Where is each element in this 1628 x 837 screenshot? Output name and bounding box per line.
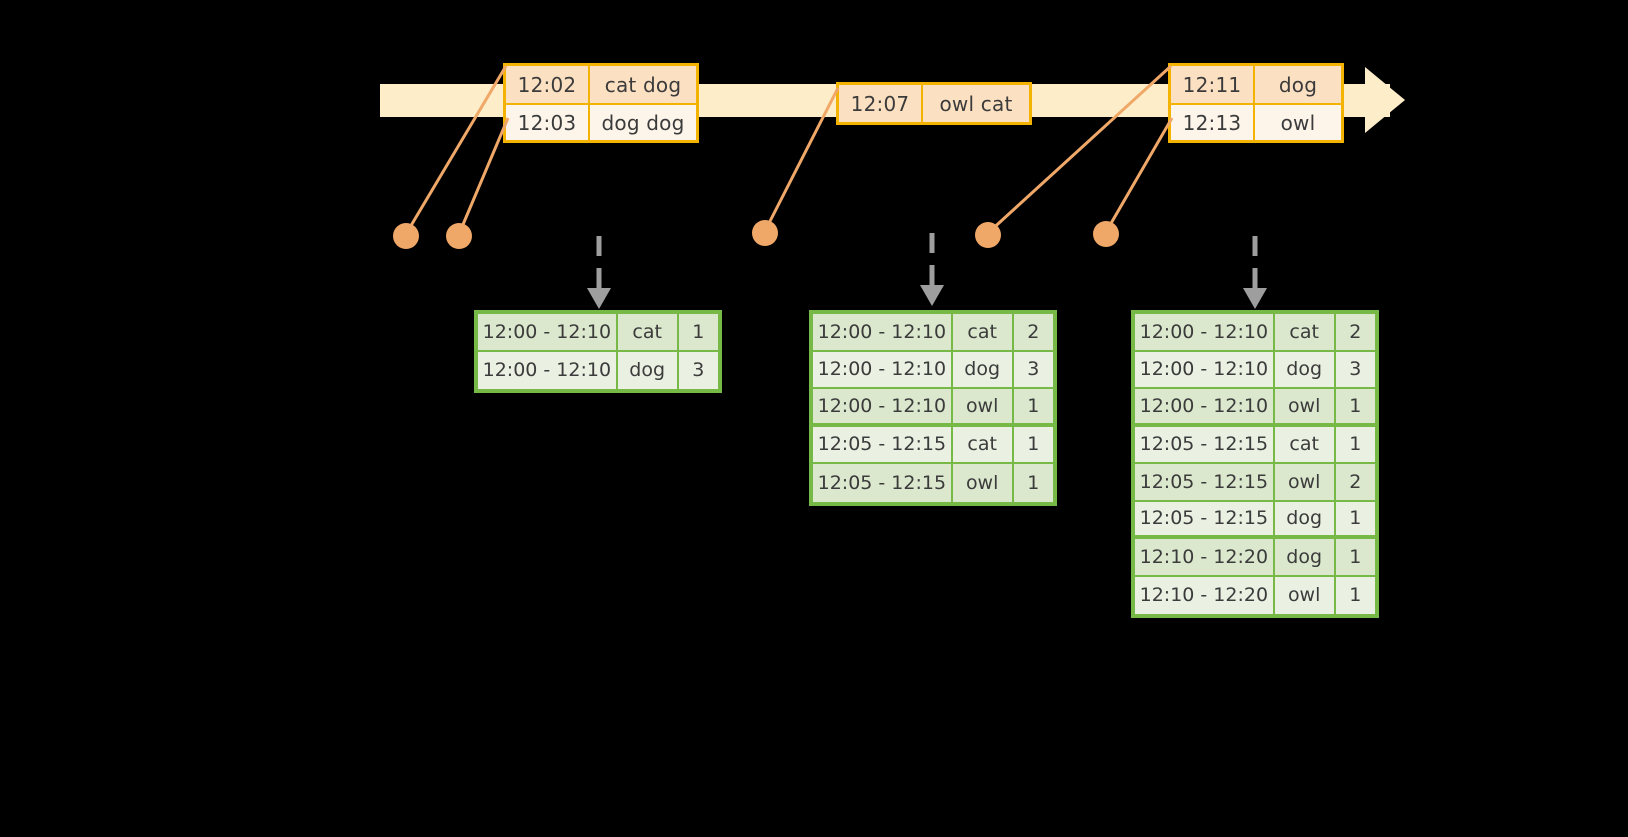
word-cell: owl bbox=[952, 464, 1014, 502]
event-time: 12:11 bbox=[1171, 66, 1255, 103]
count-cell: 1 bbox=[1335, 389, 1375, 427]
word-cell: owl bbox=[1274, 576, 1336, 614]
table-row[interactable]: 12:00 - 12:10 dog 3 bbox=[813, 351, 1053, 389]
table-row[interactable]: 12:00 - 12:10 owl 1 bbox=[1135, 389, 1375, 427]
word-cell: cat bbox=[617, 314, 679, 352]
dashed-arrow-heads bbox=[587, 285, 1267, 309]
event-words: owl cat bbox=[923, 85, 1029, 122]
window-cell: 12:05 - 12:15 bbox=[1135, 426, 1275, 464]
connector-line bbox=[1104, 117, 1174, 233]
connector-dots bbox=[393, 220, 1119, 249]
word-cell: dog bbox=[1274, 351, 1336, 389]
event-words: dog dog bbox=[590, 105, 696, 140]
timeline-event-group-1[interactable]: 12:02 cat dog 12:03 dog dog bbox=[503, 63, 699, 143]
timeline-event-group-2[interactable]: 12:07 owl cat bbox=[836, 82, 1032, 125]
table-row[interactable]: 12:00 - 12:10 dog 3 bbox=[1135, 351, 1375, 389]
table-row[interactable]: 12:05 - 12:15 dog 1 bbox=[1135, 501, 1375, 539]
word-cell: owl bbox=[952, 389, 1014, 427]
window-cell: 12:05 - 12:15 bbox=[1135, 464, 1275, 502]
connector-dot bbox=[752, 220, 778, 246]
connector-dot bbox=[393, 223, 419, 249]
count-cell: 1 bbox=[1335, 426, 1375, 464]
table-row[interactable]: 12:00 - 12:10 dog 3 bbox=[478, 351, 718, 389]
count-cell: 1 bbox=[1013, 426, 1053, 464]
count-cell: 3 bbox=[1335, 351, 1375, 389]
window-cell: 12:05 - 12:15 bbox=[813, 464, 953, 502]
timeline-event-group-3[interactable]: 12:11 dog 12:13 owl bbox=[1168, 63, 1344, 143]
result-table-3[interactable]: 12:00 - 12:10 cat 2 12:00 - 12:10 dog 3 … bbox=[1131, 310, 1379, 618]
window-cell: 12:00 - 12:10 bbox=[1135, 351, 1275, 389]
event-words: owl bbox=[1255, 105, 1341, 140]
window-cell: 12:00 - 12:10 bbox=[478, 351, 618, 389]
word-cell: dog bbox=[1274, 501, 1336, 539]
timeline-event-row[interactable]: 12:07 owl cat bbox=[839, 85, 1029, 122]
count-cell: 3 bbox=[678, 351, 718, 389]
table-row[interactable]: 12:05 - 12:15 cat 1 bbox=[813, 426, 1053, 464]
timeline-event-row[interactable]: 12:03 dog dog bbox=[506, 103, 696, 140]
word-cell: cat bbox=[952, 426, 1014, 464]
event-time: 12:03 bbox=[506, 105, 590, 140]
table-row[interactable]: 12:00 - 12:10 cat 2 bbox=[813, 314, 1053, 352]
event-time: 12:13 bbox=[1171, 105, 1255, 140]
count-cell: 1 bbox=[1335, 501, 1375, 539]
connector-dot bbox=[975, 222, 1001, 248]
window-cell: 12:10 - 12:20 bbox=[1135, 539, 1275, 577]
count-cell: 1 bbox=[1013, 464, 1053, 502]
table-row[interactable]: 12:05 - 12:15 owl 2 bbox=[1135, 464, 1375, 502]
word-cell: cat bbox=[1274, 426, 1336, 464]
count-cell: 3 bbox=[1013, 351, 1053, 389]
word-cell: dog bbox=[617, 351, 679, 389]
window-cell: 12:05 - 12:15 bbox=[1135, 501, 1275, 539]
word-cell: dog bbox=[952, 351, 1014, 389]
word-cell: owl bbox=[1274, 464, 1336, 502]
window-cell: 12:00 - 12:10 bbox=[1135, 314, 1275, 352]
count-cell: 2 bbox=[1013, 314, 1053, 352]
word-cell: cat bbox=[952, 314, 1014, 352]
table-row[interactable]: 12:05 - 12:15 owl 1 bbox=[813, 464, 1053, 502]
count-cell: 2 bbox=[1335, 464, 1375, 502]
word-cell: owl bbox=[1274, 389, 1336, 427]
window-cell: 12:00 - 12:10 bbox=[478, 314, 618, 352]
count-cell: 1 bbox=[1335, 539, 1375, 577]
count-cell: 1 bbox=[1013, 389, 1053, 427]
table-row[interactable]: 12:10 - 12:20 owl 1 bbox=[1135, 576, 1375, 614]
timeline-arrowhead-icon bbox=[1365, 67, 1405, 133]
count-cell: 1 bbox=[1335, 576, 1375, 614]
connector-dot bbox=[446, 223, 472, 249]
timeline-event-row[interactable]: 12:11 dog bbox=[1171, 66, 1341, 103]
event-words: dog bbox=[1255, 66, 1341, 103]
result-table-1[interactable]: 12:00 - 12:10 cat 1 12:00 - 12:10 dog 3 bbox=[474, 310, 722, 393]
timeline-event-row[interactable]: 12:13 owl bbox=[1171, 103, 1341, 140]
window-cell: 12:00 - 12:10 bbox=[813, 351, 953, 389]
window-cell: 12:05 - 12:15 bbox=[813, 426, 953, 464]
timeline-event-row[interactable]: 12:02 cat dog bbox=[506, 66, 696, 103]
arrow-down-icon bbox=[1243, 288, 1267, 309]
window-cell: 12:00 - 12:10 bbox=[813, 389, 953, 427]
event-words: cat dog bbox=[590, 66, 696, 103]
event-time: 12:02 bbox=[506, 66, 590, 103]
count-cell: 2 bbox=[1335, 314, 1375, 352]
arrow-down-icon bbox=[587, 288, 611, 309]
event-time: 12:07 bbox=[839, 85, 923, 122]
count-cell: 1 bbox=[678, 314, 718, 352]
table-row[interactable]: 12:00 - 12:10 cat 2 bbox=[1135, 314, 1375, 352]
result-table-2[interactable]: 12:00 - 12:10 cat 2 12:00 - 12:10 dog 3 … bbox=[809, 310, 1057, 506]
table-row[interactable]: 12:00 - 12:10 cat 1 bbox=[478, 314, 718, 352]
table-row[interactable]: 12:00 - 12:10 owl 1 bbox=[813, 389, 1053, 427]
arrow-down-icon bbox=[920, 285, 944, 306]
connector-dot bbox=[1093, 221, 1119, 247]
table-row[interactable]: 12:05 - 12:15 cat 1 bbox=[1135, 426, 1375, 464]
window-cell: 12:00 - 12:10 bbox=[1135, 389, 1275, 427]
window-cell: 12:00 - 12:10 bbox=[813, 314, 953, 352]
table-row[interactable]: 12:10 - 12:20 dog 1 bbox=[1135, 539, 1375, 577]
window-cell: 12:10 - 12:20 bbox=[1135, 576, 1275, 614]
word-cell: cat bbox=[1274, 314, 1336, 352]
connector-line bbox=[457, 117, 510, 235]
word-cell: dog bbox=[1274, 539, 1336, 577]
